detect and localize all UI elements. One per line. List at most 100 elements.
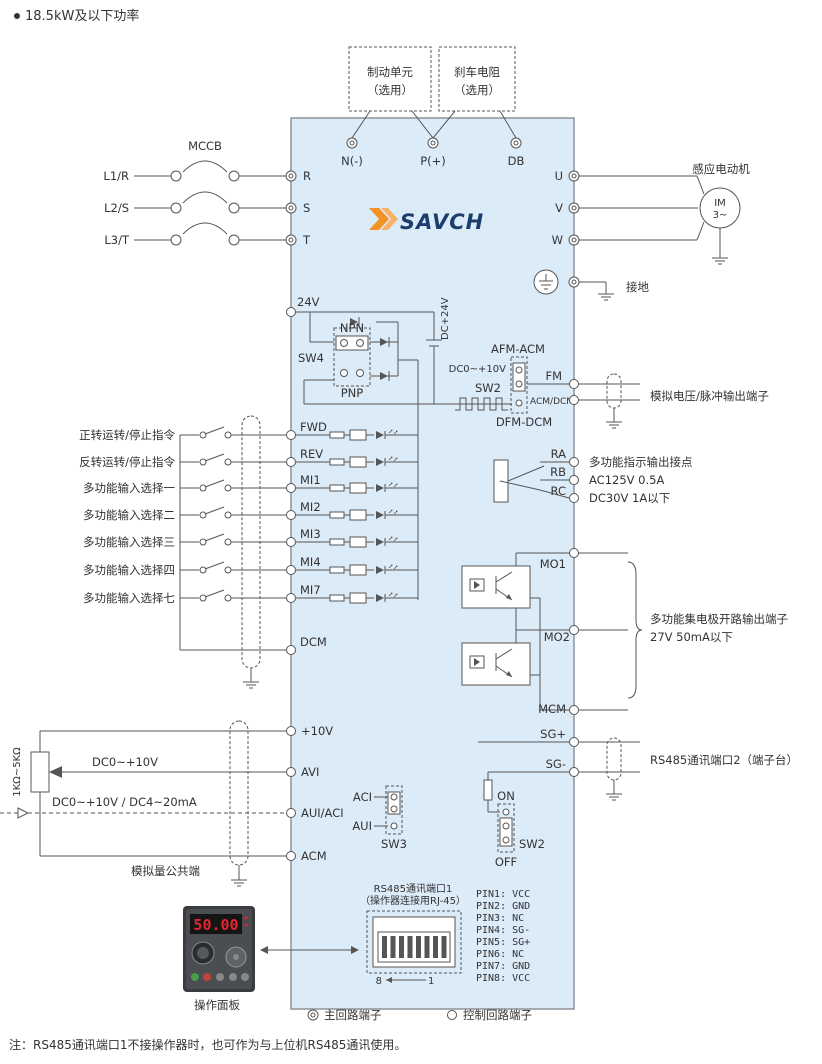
keypad-panel: 50.00 bbox=[183, 906, 255, 992]
line-l2: L2/S bbox=[104, 201, 129, 215]
legend-main: 主回路端子 bbox=[324, 1008, 382, 1022]
terminal-ra: RA bbox=[551, 447, 567, 461]
terminal-v: V bbox=[555, 201, 563, 215]
input-terminal: FWD bbox=[300, 420, 327, 434]
terminal-dcm: DCM bbox=[300, 635, 327, 649]
input-command: 多功能输入选择七 bbox=[83, 591, 175, 605]
relay-desc-1: 多功能指示输出接点 bbox=[589, 455, 693, 469]
ground-symbol bbox=[533, 269, 559, 295]
avi-range: DC0~+10V bbox=[92, 755, 158, 769]
terminal-sg-plus: SG+ bbox=[540, 727, 566, 741]
digital-input-row: 多功能输入选择四 MI4 bbox=[83, 555, 418, 577]
aui-range: DC0~+10V / DC4~20mA bbox=[52, 795, 197, 809]
svg-text:制动单元: 制动单元 bbox=[367, 65, 413, 79]
sw4-jumper bbox=[333, 327, 371, 387]
digital-input-row: 多功能输入选择一 MI1 bbox=[83, 473, 418, 495]
terminal-fm: FM bbox=[545, 369, 562, 383]
svg-text:（选用）: （选用） bbox=[454, 83, 500, 97]
input-command: 多功能输入选择二 bbox=[83, 508, 175, 522]
svg-text:PIN4: SG-: PIN4: SG- bbox=[476, 925, 530, 936]
svg-text:PIN2: GND: PIN2: GND bbox=[476, 901, 530, 912]
terminal-mcm: MCM bbox=[538, 702, 566, 716]
terminal-mo2: MO2 bbox=[544, 630, 570, 644]
svg-text:刹车电阻: 刹车电阻 bbox=[454, 65, 500, 79]
terminal-u: U bbox=[555, 169, 563, 183]
title-bullet bbox=[14, 13, 20, 19]
sw2-rs485-label: SW2 bbox=[519, 837, 545, 851]
svg-text:3~: 3~ bbox=[713, 210, 728, 221]
sw4-label: SW4 bbox=[298, 351, 324, 365]
terminal-r: R bbox=[303, 169, 311, 183]
terminal-24v: 24V bbox=[297, 295, 320, 309]
dfm-label: DFM-DCM bbox=[496, 415, 552, 429]
input-command: 多功能输入选择一 bbox=[83, 481, 175, 495]
svg-text:PIN8: VCC: PIN8: VCC bbox=[476, 973, 530, 984]
off-label: OFF bbox=[495, 855, 517, 869]
input-terminal: MI2 bbox=[300, 500, 321, 514]
terminal-t: T bbox=[302, 233, 311, 247]
afm-desc: 模拟电压/脉冲输出端子 bbox=[650, 389, 769, 403]
keypad-display: 50.00 bbox=[193, 916, 238, 934]
afm-range: DC0~+10V bbox=[449, 364, 507, 375]
rs485-2-desc: RS485通讯端口2（端子台） bbox=[650, 753, 798, 767]
terminal-rc: RC bbox=[551, 484, 566, 498]
sw3-aui: AUI bbox=[352, 819, 372, 833]
sw2-rs485-jumper bbox=[497, 803, 515, 853]
rs485-1-subtitle: （操作器连接用RJ-45） bbox=[360, 894, 466, 907]
svg-text:PIN1: VCC: PIN1: VCC bbox=[476, 889, 530, 900]
pnp-label: PNP bbox=[341, 386, 364, 400]
terminal-acm: ACM bbox=[301, 849, 327, 863]
sw3-label: SW3 bbox=[381, 837, 407, 851]
digital-input-row: 反转运转/停止指令 REV bbox=[79, 447, 418, 469]
line-l3: L3/T bbox=[104, 233, 130, 247]
mccb-label: MCCB bbox=[188, 139, 222, 153]
digital-inputs: 正转运转/停止指令FWD反转运转/停止指令REV多功能输入选择一MI1多功能输入… bbox=[79, 415, 418, 689]
terminal-aui-aci: AUI/ACI bbox=[301, 806, 344, 820]
terminal-sg-minus: SG- bbox=[546, 757, 566, 771]
input-command: 多功能输入选择三 bbox=[83, 535, 175, 549]
svg-text:PIN6: NC: PIN6: NC bbox=[476, 949, 524, 960]
input-terminal: MI1 bbox=[300, 473, 321, 487]
brake-resistor-box: 刹车电阻 （选用） bbox=[438, 46, 516, 112]
digital-input-row: 多功能输入选择二 MI2 bbox=[83, 500, 418, 522]
svg-text:PIN5: SG+: PIN5: SG+ bbox=[476, 937, 530, 948]
dc24v-label: DC+24V bbox=[440, 297, 451, 340]
keypad-label: 操作面板 bbox=[194, 998, 240, 1012]
terminal-mo1: MO1 bbox=[540, 557, 566, 571]
motor-symbol bbox=[699, 187, 741, 229]
terminal-10v: +10V bbox=[301, 724, 333, 738]
input-command: 多功能输入选择四 bbox=[83, 563, 175, 577]
input-terminal: REV bbox=[300, 447, 323, 461]
svg-text:IM: IM bbox=[714, 198, 726, 209]
sw2-afm-jumper bbox=[510, 356, 528, 414]
brake-unit-box: 制动单元 （选用） bbox=[348, 46, 432, 112]
page-title: 18.5kW及以下功率 bbox=[25, 8, 139, 24]
analog-common-label: 模拟量公共端 bbox=[131, 864, 200, 878]
inverter-panel bbox=[290, 117, 575, 1010]
input-terminal: MI4 bbox=[300, 555, 321, 569]
relay-desc-2: AC125V 0.5A bbox=[589, 473, 664, 487]
terminal-w: W bbox=[552, 233, 563, 247]
input-command: 反转运转/停止指令 bbox=[79, 455, 175, 469]
sw2-afm-label: SW2 bbox=[475, 381, 501, 395]
legend-control: 控制回路端子 bbox=[463, 1008, 532, 1022]
motor-label: 感应电动机 bbox=[692, 162, 750, 176]
terminal-s: S bbox=[303, 201, 310, 215]
rs485-1-title: RS485通讯端口1 bbox=[374, 882, 453, 895]
acm-dcm-label: ACM/DCM bbox=[530, 397, 574, 407]
sw3-jumper bbox=[374, 785, 403, 835]
terminal-rb: RB bbox=[550, 465, 566, 479]
svg-text:（选用）: （选用） bbox=[367, 83, 413, 97]
terminal-db: DB bbox=[508, 154, 525, 168]
sw3-aci: ACI bbox=[353, 790, 372, 804]
savch-logo: SAVCH bbox=[369, 208, 483, 234]
rj45-pin-8: 8 bbox=[376, 976, 382, 987]
npn-label: NPN bbox=[340, 321, 364, 335]
svg-text:PIN7: GND: PIN7: GND bbox=[476, 961, 530, 972]
rj45-pin-1: 1 bbox=[428, 976, 434, 987]
terminal-p: P(+) bbox=[420, 154, 446, 168]
